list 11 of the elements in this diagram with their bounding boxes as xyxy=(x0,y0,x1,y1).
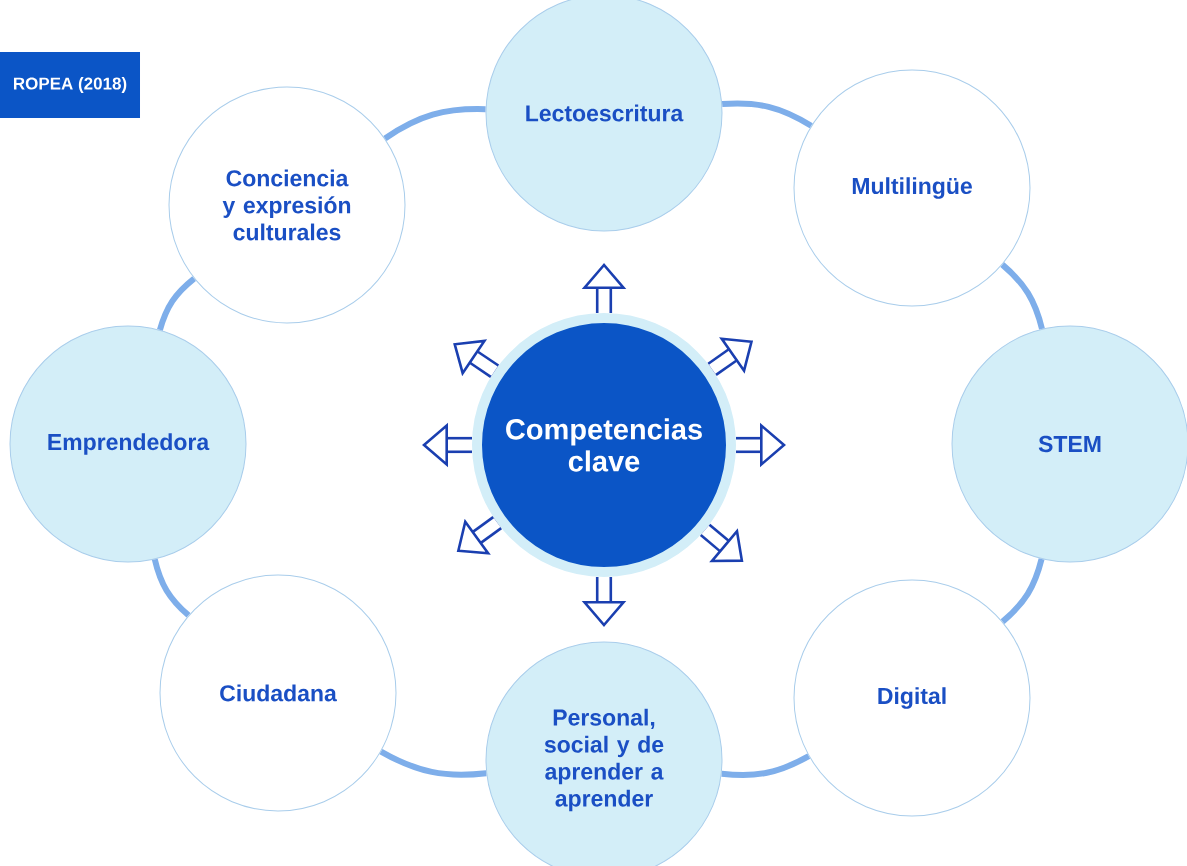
hollow-arrow xyxy=(453,339,500,378)
ring-line xyxy=(1000,558,1045,624)
ring-line xyxy=(157,276,196,331)
ring-line xyxy=(379,748,487,778)
ring-line xyxy=(1000,262,1045,330)
ring-line xyxy=(721,753,811,778)
banner-box: ROPEA (2018) xyxy=(0,52,140,118)
hollow-arrow xyxy=(699,523,744,563)
ring-line xyxy=(722,100,813,129)
ring-line xyxy=(151,558,191,618)
ring-line xyxy=(383,106,486,141)
